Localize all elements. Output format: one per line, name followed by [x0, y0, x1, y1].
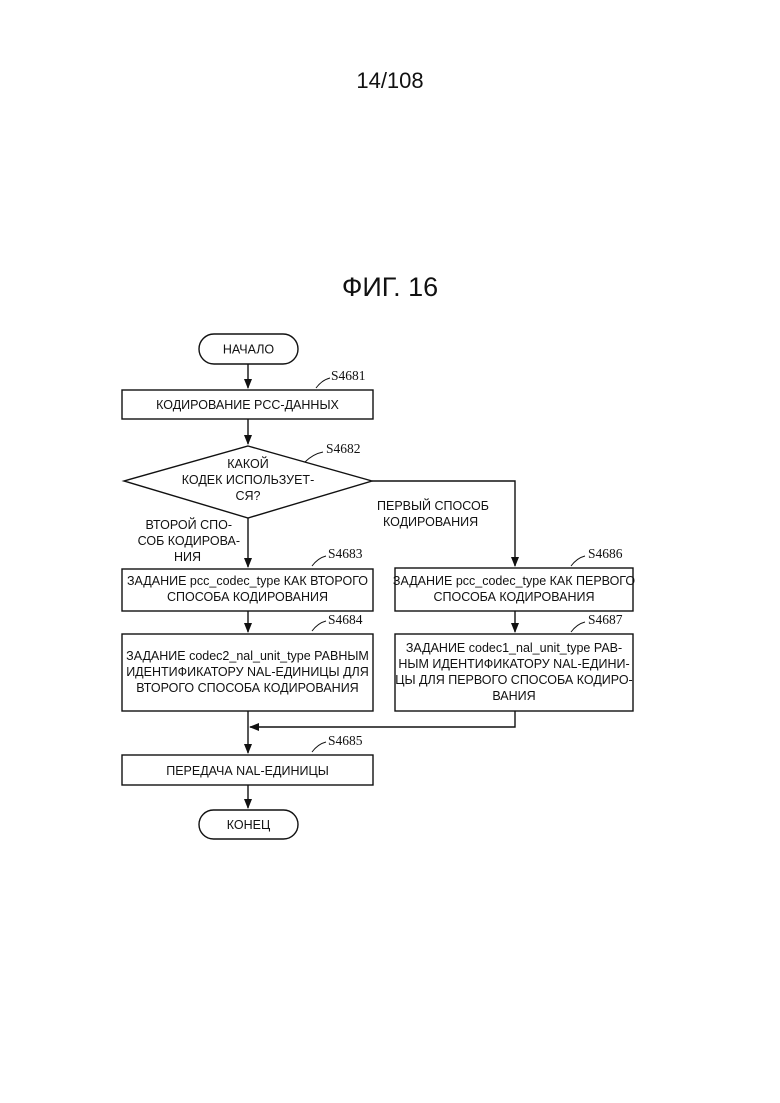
end-terminal: КОНЕЦ — [199, 810, 298, 839]
step-s4686-line-2: СПОСОБА КОДИРОВАНИЯ — [433, 590, 594, 604]
step-s4686: ЗАДАНИЕ pcc_codec_type КАК ПЕРВОГО СПОСО… — [393, 546, 635, 611]
decision-s4682: КАКОЙ КОДЕК ИСПОЛЬЗУЕТ- СЯ? S4682 — [124, 441, 372, 518]
step-s4683-line-1: ЗАДАНИЕ pcc_codec_type КАК ВТОРОГО — [127, 574, 368, 588]
step-s4681-line-1: КОДИРОВАНИЕ PCC-ДАННЫХ — [156, 398, 339, 412]
step-s4687-id: S4687 — [588, 612, 623, 627]
step-s4686-line-1: ЗАДАНИЕ pcc_codec_type КАК ПЕРВОГО — [393, 574, 635, 588]
step-s4687: ЗАДАНИЕ codec1_nal_unit_type РАВ- НЫМ ИД… — [395, 612, 633, 711]
step-s4684-line-3: ВТОРОГО СПОСОБА КОДИРОВАНИЯ — [136, 681, 358, 695]
branch-label-first-line-1: ПЕРВЫЙ СПОСОБ — [377, 498, 489, 513]
step-s4687-line-4: ВАНИЯ — [492, 689, 535, 703]
branch-label-second-line-3: НИЯ — [174, 550, 201, 564]
start-label: НАЧАЛО — [223, 343, 275, 357]
branch-label-second-method: ВТОРОЙ СПО- СОБ КОДИРОВА- НИЯ — [138, 517, 240, 564]
step-s4687-line-3: ЦЫ ДЛЯ ПЕРВОГО СПОСОБА КОДИРО- — [395, 673, 632, 687]
step-s4685-id: S4685 — [328, 733, 363, 748]
step-s4685-line-1: ПЕРЕДАЧА NAL-ЕДИНИЦЫ — [166, 764, 329, 778]
branch-label-first-method: ПЕРВЫЙ СПОСОБ КОДИРОВАНИЯ — [377, 498, 489, 529]
decision-s4682-line-1: КАКОЙ — [227, 456, 268, 471]
decision-s4682-line-2: КОДЕК ИСПОЛЬЗУЕТ- — [182, 473, 314, 487]
step-s4683-id: S4683 — [328, 546, 363, 561]
branch-label-second-line-2: СОБ КОДИРОВА- — [138, 534, 240, 548]
decision-s4682-id: S4682 — [326, 441, 361, 456]
step-s4687-line-1: ЗАДАНИЕ codec1_nal_unit_type РАВ- — [406, 641, 622, 655]
branch-label-second-line-1: ВТОРОЙ СПО- — [146, 517, 232, 532]
connector-s4687-to-merge — [250, 711, 515, 727]
step-s4681-id: S4681 — [331, 368, 366, 383]
step-s4683-line-2: СПОСОБА КОДИРОВАНИЯ — [167, 590, 328, 604]
step-s4684-id: S4684 — [328, 612, 363, 627]
step-s4684-line-1: ЗАДАНИЕ codec2_nal_unit_type РАВНЫМ — [126, 649, 369, 663]
end-label: КОНЕЦ — [227, 818, 271, 832]
step-s4687-line-2: НЫМ ИДЕНТИФИКАТОРУ NAL-ЕДИНИ- — [398, 657, 629, 671]
start-terminal: НАЧАЛО — [199, 334, 298, 364]
step-s4684-line-2: ИДЕНТИФИКАТОРУ NAL-ЕДИНИЦЫ ДЛЯ — [126, 665, 369, 679]
decision-s4682-line-3: СЯ? — [235, 489, 260, 503]
branch-label-first-line-2: КОДИРОВАНИЯ — [383, 515, 478, 529]
step-s4686-id: S4686 — [588, 546, 623, 561]
